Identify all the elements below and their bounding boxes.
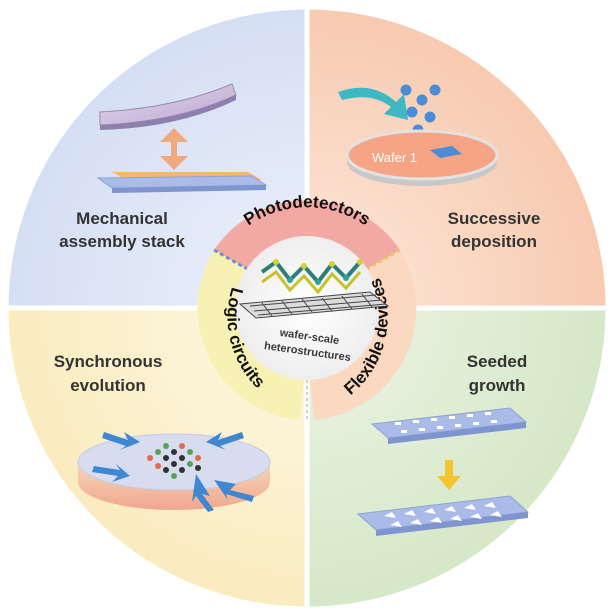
label-seeded-line2: growth xyxy=(469,376,526,395)
label-successive-line1: Successive xyxy=(448,209,541,228)
label-successive-line2: deposition xyxy=(451,232,537,251)
label-mechanical-line2: assembly stack xyxy=(59,232,185,251)
deposition-illustration: Wafer 1 xyxy=(338,84,499,186)
graphene-lattice xyxy=(238,291,390,319)
wafer-disc xyxy=(345,129,499,181)
ring-segment-right xyxy=(310,250,417,420)
crystal-flake xyxy=(430,146,462,158)
label-synchronous-line2: evolution xyxy=(70,376,146,395)
curved-arrow-icon xyxy=(338,87,408,120)
mechanical-stack-illustration xyxy=(96,83,268,193)
label-synchronous-line1: Synchronous xyxy=(54,352,163,371)
ring-segment-left xyxy=(197,250,304,420)
double-arrow-icon xyxy=(160,128,188,170)
outward-arrows-icon xyxy=(92,432,254,512)
wafer-label: Wafer 1 xyxy=(372,150,417,165)
application-ring xyxy=(197,200,417,420)
precursor-dots xyxy=(400,84,441,136)
label-mechanical-line1: Mechanical xyxy=(76,209,168,228)
down-arrow-icon xyxy=(437,460,461,490)
ring-segment-top xyxy=(214,200,400,270)
label-seeded-line1: Seeded xyxy=(467,352,527,371)
synchronous-illustration xyxy=(77,432,271,512)
tmd-layer xyxy=(260,259,363,295)
outer-border xyxy=(5,6,609,610)
lattice-cluster xyxy=(147,443,201,479)
seeded-growth-illustration xyxy=(356,407,530,536)
